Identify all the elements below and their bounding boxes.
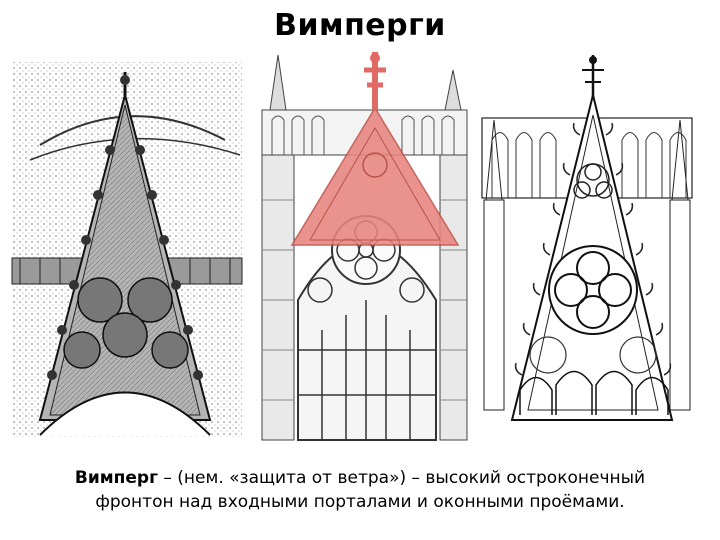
slide-caption: Вимперг – (нем. «защита от ветра») – выс… xyxy=(40,466,680,514)
caption-line-1: Вимперг – (нем. «защита от ветра») – выс… xyxy=(40,466,680,490)
gothic-wimperg-highlighted-icon xyxy=(261,52,468,441)
caption-definition: – (нем. «защита от ветра») – высокий ост… xyxy=(157,468,646,488)
gothic-wimperg-engraving-icon xyxy=(11,62,243,437)
gothic-wimperg-line-drawing-icon xyxy=(481,55,693,421)
slide-title: Вимперги xyxy=(274,8,446,43)
caption-line-2: фронтон над входными порталами и оконным… xyxy=(95,492,625,512)
caption-term: Вимперг xyxy=(74,468,158,488)
